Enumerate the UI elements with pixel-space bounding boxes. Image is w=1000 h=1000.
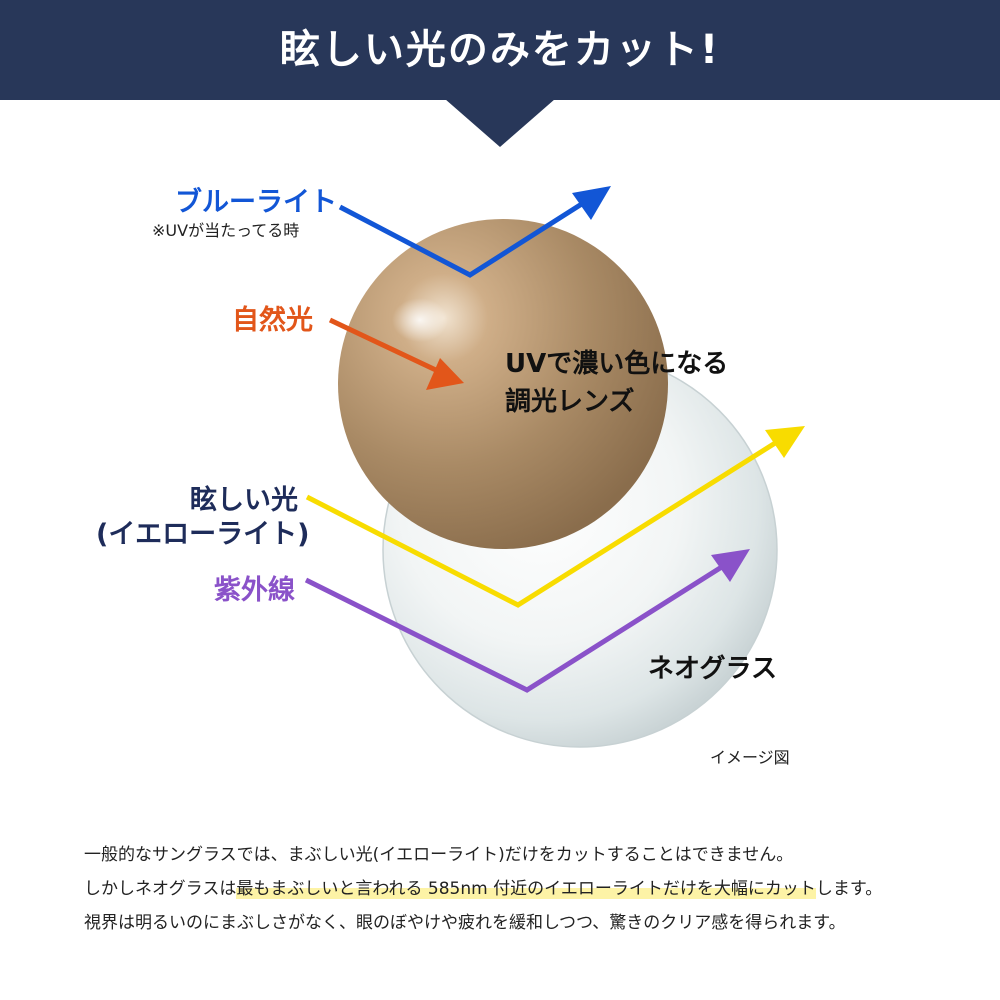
sphere-highlight <box>392 298 448 342</box>
image-note: イメージ図 <box>710 748 790 767</box>
blue-light-arrowhead-icon <box>572 186 611 220</box>
description-line-2-suffix: します。 <box>815 879 883 899</box>
glare-light-arrowhead-icon <box>765 426 805 458</box>
description-highlight: 最もまぶしいと言われる 585nm 付近のイエローライトだけを大幅にカット <box>236 879 816 899</box>
natural-light-label: 自然光 <box>232 305 313 336</box>
description-line-2-prefix: しかしネオグラスは <box>84 879 237 899</box>
photochromic-lens-label-line2: 調光レンズ <box>505 387 635 417</box>
photochromic-lens-label: UVで濃い色になる 調光レンズ <box>505 345 728 421</box>
natural-light-arrow <box>328 317 442 375</box>
page-title: 眩しい光のみをカット! <box>279 27 721 73</box>
description-line-1: 一般的なサングラスでは、まぶしい光(イエローライト)だけをカットすることはできま… <box>84 845 794 865</box>
glare-light-arrow <box>305 437 782 608</box>
blue-light-note: ※UVが当たってる時 <box>152 221 300 240</box>
header-pointer <box>445 99 555 147</box>
blue-light-label: ブルーライト <box>175 187 337 218</box>
uv-arrow <box>304 560 730 693</box>
neoglass-label: ネオグラス <box>648 654 777 684</box>
blue-light-arrow <box>338 197 590 278</box>
photochromic-lens-label-line1: UVで濃い色になる <box>505 349 729 379</box>
description-line-2: しかしネオグラスは最もまぶしいと言われる 585nm 付近のイエローライトだけを… <box>84 872 964 906</box>
glare-light-label: 眩しい光 <box>190 485 298 516</box>
description-line-3: 視界は明るいのにまぶしさがなく、眼のぼやけや疲れを緩和しつつ、驚きのクリア感を得… <box>84 913 846 933</box>
natural-light-arrowhead-icon <box>426 358 464 390</box>
glare-light-sublabel: (イエローライト) <box>96 519 310 550</box>
uv-label: 紫外線 <box>214 575 295 606</box>
uv-arrowhead-icon <box>711 549 750 582</box>
description-text: 一般的なサングラスでは、まぶしい光(イエローライト)だけをカットすることはできま… <box>84 838 964 940</box>
header-banner <box>0 0 1000 100</box>
